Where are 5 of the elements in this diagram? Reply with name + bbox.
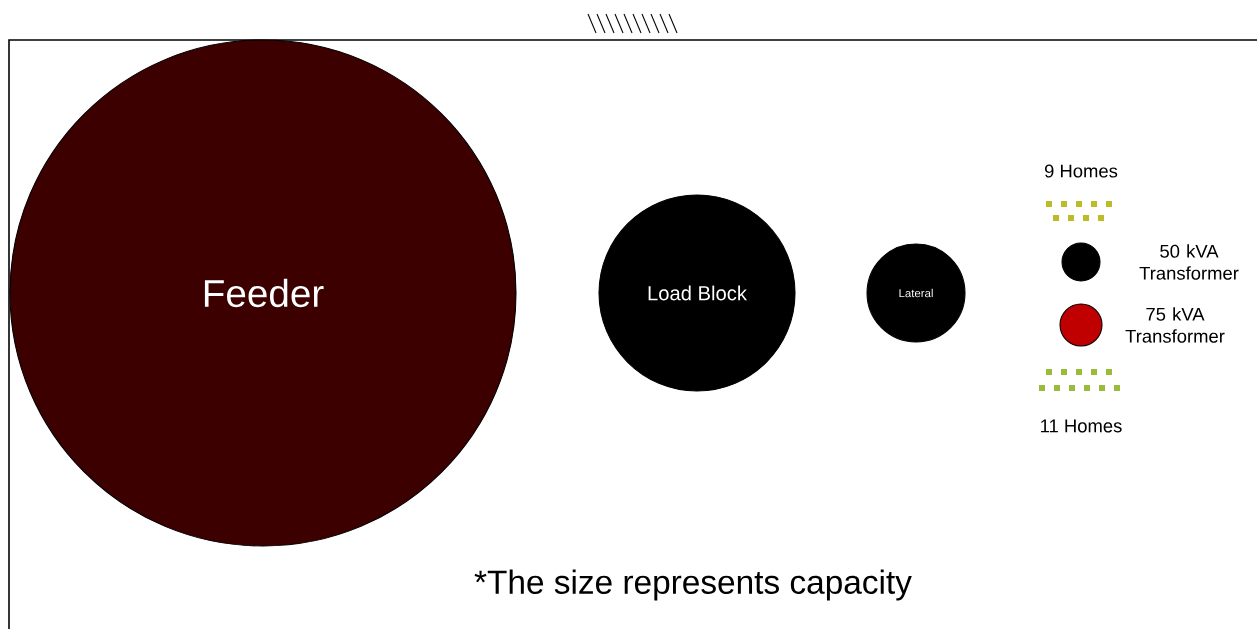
legend-label: 75 kVA Transformer <box>1125 307 1225 343</box>
legend-label: 9 Homes <box>1044 164 1118 178</box>
caption: *The size represents capacity <box>474 569 912 601</box>
legend-label: 50 kVA Transformer <box>1139 244 1239 280</box>
legend-label: 11 Homes <box>1041 419 1122 433</box>
